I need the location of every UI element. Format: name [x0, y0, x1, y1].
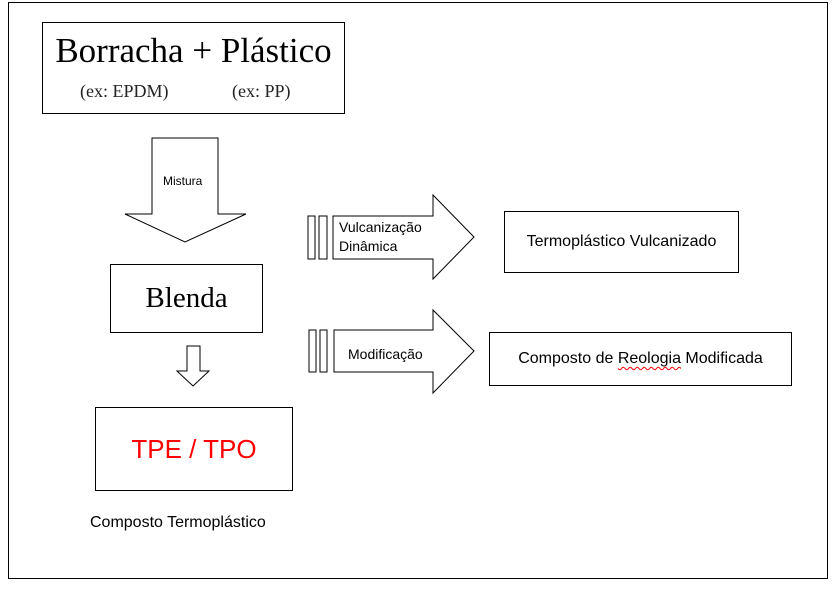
modification-arrow: [308, 308, 475, 395]
modified-rheology-label: Composto de Reologia Modificada: [518, 350, 763, 368]
vulcanization-label-line1: Vulcanização: [339, 219, 422, 235]
modified-rheology-box: Composto de Reologia Modificada: [489, 332, 792, 386]
modified-prefix: Composto de: [518, 350, 618, 367]
small-down-arrow: [175, 345, 211, 387]
caption: Composto Termoplástico: [90, 514, 266, 531]
mixing-arrow: [124, 137, 247, 243]
tpv-box: Termoplástico Vulcanizado: [504, 211, 739, 273]
modified-suffix: Modificada: [680, 350, 763, 367]
plastic-example: (ex: PP): [232, 81, 291, 101]
vulcanization-arrow: [307, 193, 475, 281]
tpv-label: Termoplástico Vulcanizado: [526, 233, 717, 250]
blend-label: Blenda: [145, 282, 228, 314]
rubber-example: (ex: EPDM): [80, 81, 169, 101]
mixing-label: Mistura: [163, 174, 203, 188]
tpe-box: TPE / TPO: [95, 407, 293, 491]
blend-box: Blenda: [110, 264, 263, 333]
vulcanization-label-line2: Dinâmica: [339, 238, 398, 254]
inputs-title: Borracha + Plástico: [55, 31, 332, 70]
modification-label: Modificação: [348, 346, 423, 362]
diagram-frame: [8, 2, 828, 579]
modified-squiggle-word: Reologia: [617, 350, 681, 367]
tpe-label: TPE / TPO: [131, 433, 257, 464]
inputs-box: Borracha + Plástico (ex: EPDM) (ex: PP): [42, 22, 345, 114]
